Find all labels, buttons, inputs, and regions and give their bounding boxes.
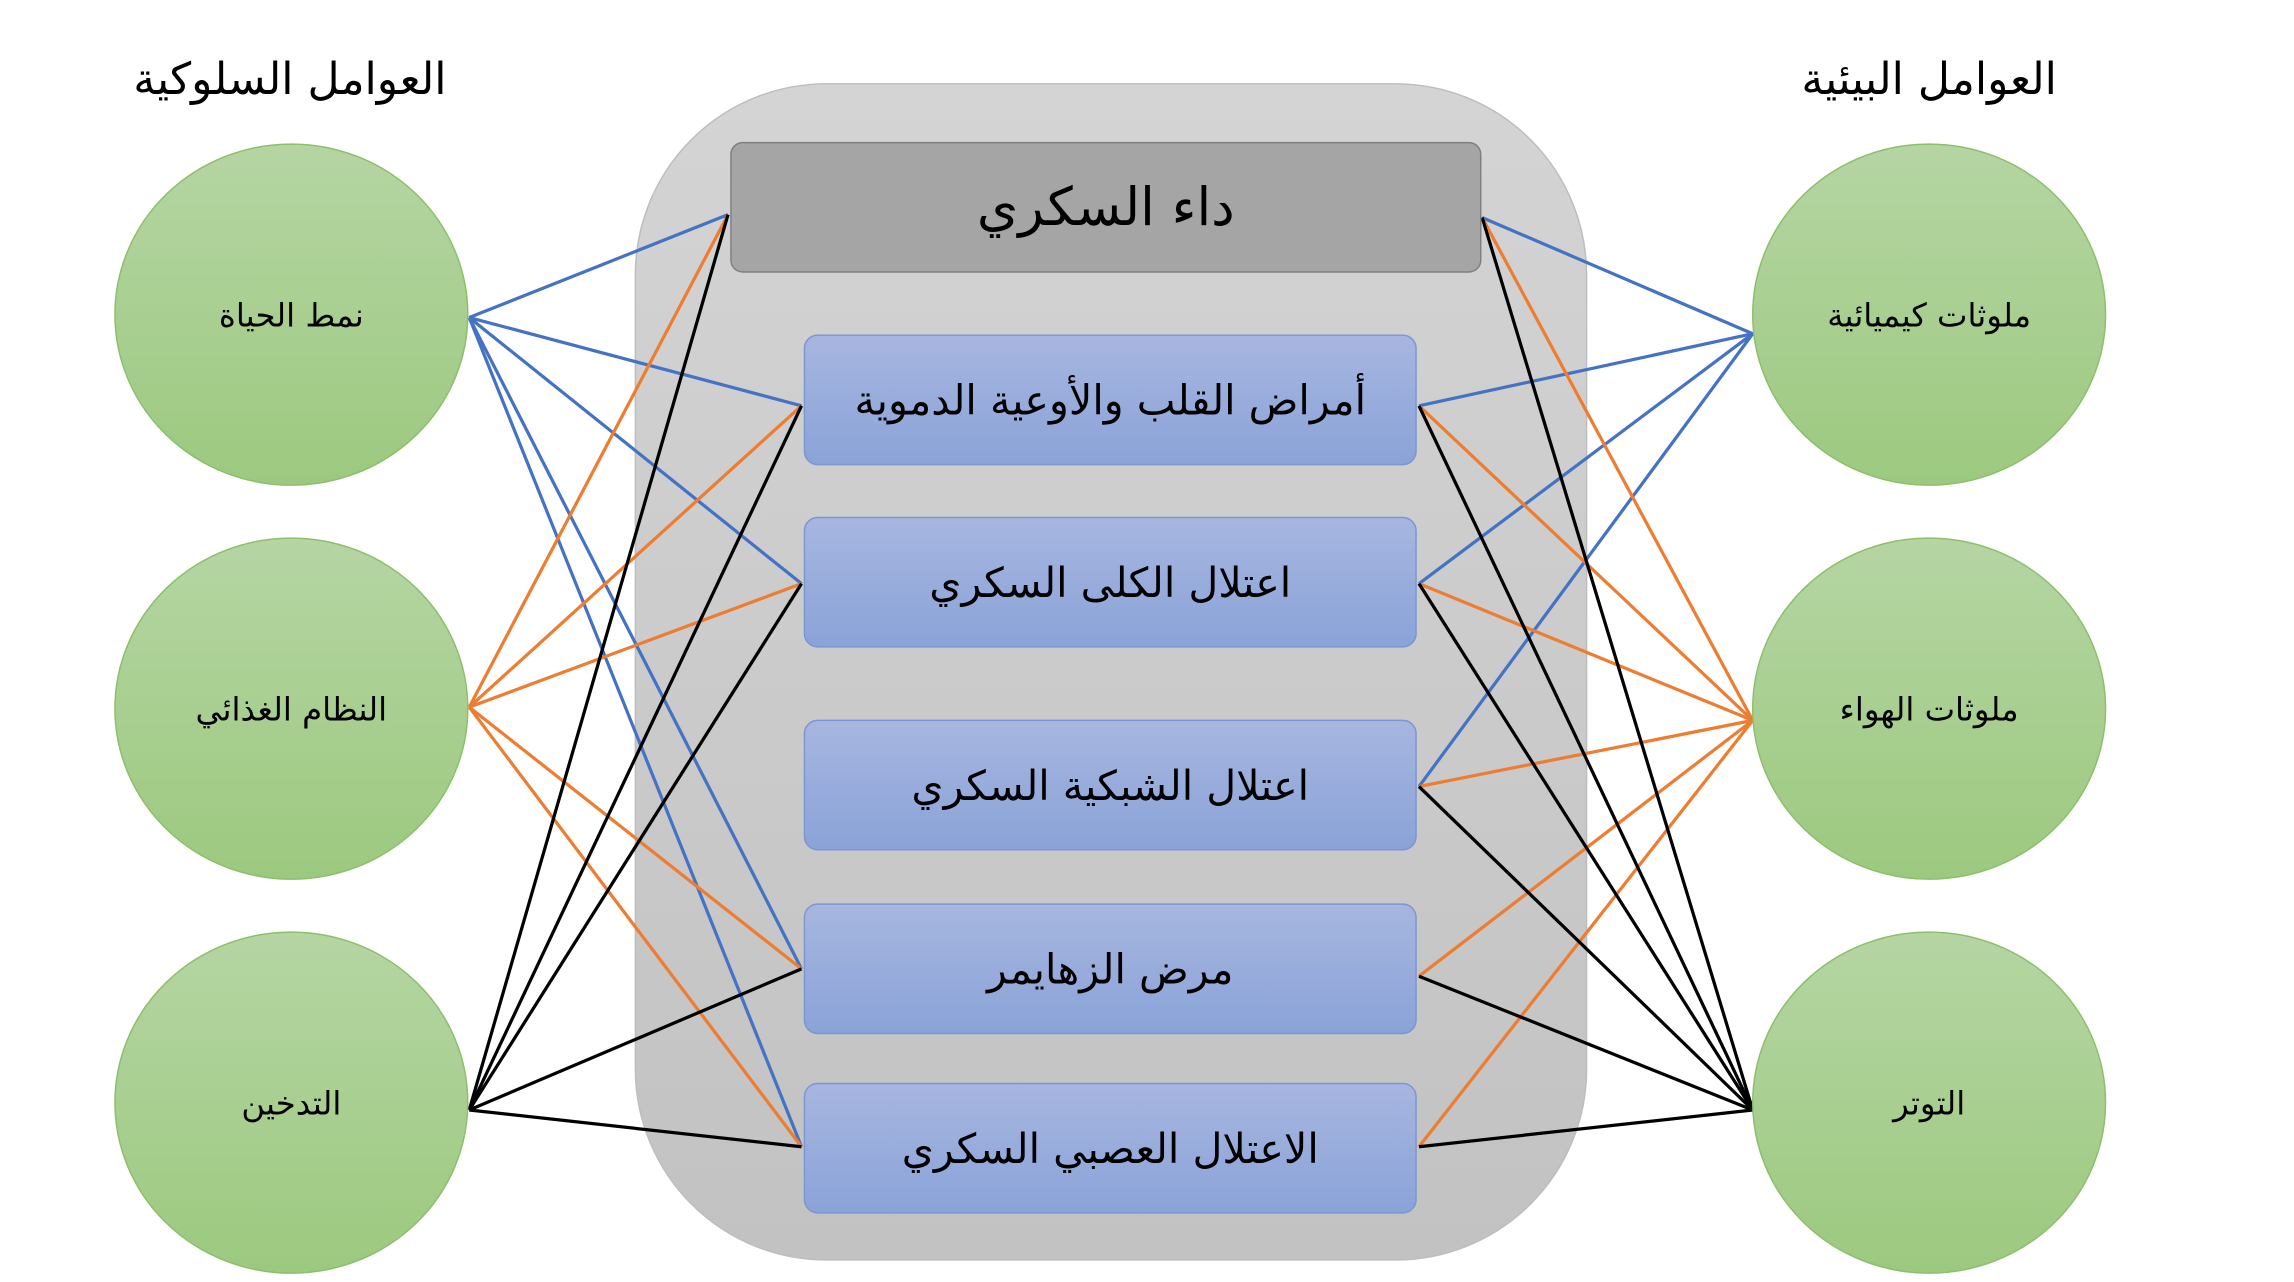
orange-edge [468,404,803,709]
environmental-title: العوامل البيئية [1801,54,2057,105]
orange-edge [1417,719,1754,1148]
edges [467,213,1755,1149]
blue-edge [467,316,803,970]
complication-node: أمراض القلب والأوعية الدموية [803,334,1417,466]
environmental-factor-node: ملوثات الهواء [1751,537,2107,880]
complication-label: أمراض القلب والأوعية الدموية [854,374,1366,425]
black-edge [469,1108,802,1149]
blue-edge [1418,332,1754,408]
behavioral-factor-node: النظام الغذائي [114,537,469,880]
main-node: داء السكري [730,141,1482,273]
behavioral-factor-node: التدخين [114,931,469,1274]
factor-label: التوتر [1891,1084,1965,1122]
complication-node: اعتلال الشبكية السكري [803,719,1417,851]
black-edge [467,582,803,1111]
main-label: داء السكري [977,177,1235,238]
orange-edge [467,706,803,1148]
factor-label: نمط الحياة [219,296,364,334]
blue-edge [468,315,802,408]
factor-label: ملوثات كيميائية [1827,296,2031,334]
black-edge [467,214,730,1111]
blue-edge [467,316,804,1148]
blue-edge [1418,332,1754,585]
blue-edge [1481,216,1754,336]
orange-edge [468,582,803,709]
black-edge [467,405,803,1111]
behavioral-factor-node: نمط الحياة [114,143,469,486]
complication-node: مرض الزهايمر [803,903,1417,1035]
black-edge [468,967,803,1112]
factor-label: التدخين [241,1084,341,1122]
black-edge [1418,1108,1753,1149]
complication-label: اعتلال الشبكية السكري [911,762,1309,810]
complication-node: اعتلال الكلى السكري [803,516,1417,648]
blue-edge [468,213,729,320]
complication-node: الاعتلال العصبي السكري [803,1082,1417,1214]
factor-label: النظام الغذائي [196,690,388,728]
black-edge [1480,217,1755,1111]
behavioral-title: العوامل السلوكية [133,54,446,105]
orange-edge [1418,582,1754,722]
orange-edge [1480,216,1755,722]
black-edge [1417,785,1754,1112]
environmental-factor-node: التوتر [1751,931,2107,1274]
complication-label: الاعتلال العصبي السكري [902,1125,1319,1174]
orange-edge [468,705,803,971]
factor-label: ملوثات الهواء [1840,690,2019,728]
orange-edge [467,213,730,708]
blue-edge [468,316,803,585]
orange-edge [1418,718,1754,789]
complication-label: مرض الزهايمر [985,946,1233,994]
environmental-factor-node: ملوثات كيميائية [1751,143,2107,486]
black-edge [1417,405,1755,1111]
black-edge [1418,974,1754,1112]
black-edge [1417,582,1755,1111]
complication-label: اعتلال الكلى السكري [929,559,1291,607]
